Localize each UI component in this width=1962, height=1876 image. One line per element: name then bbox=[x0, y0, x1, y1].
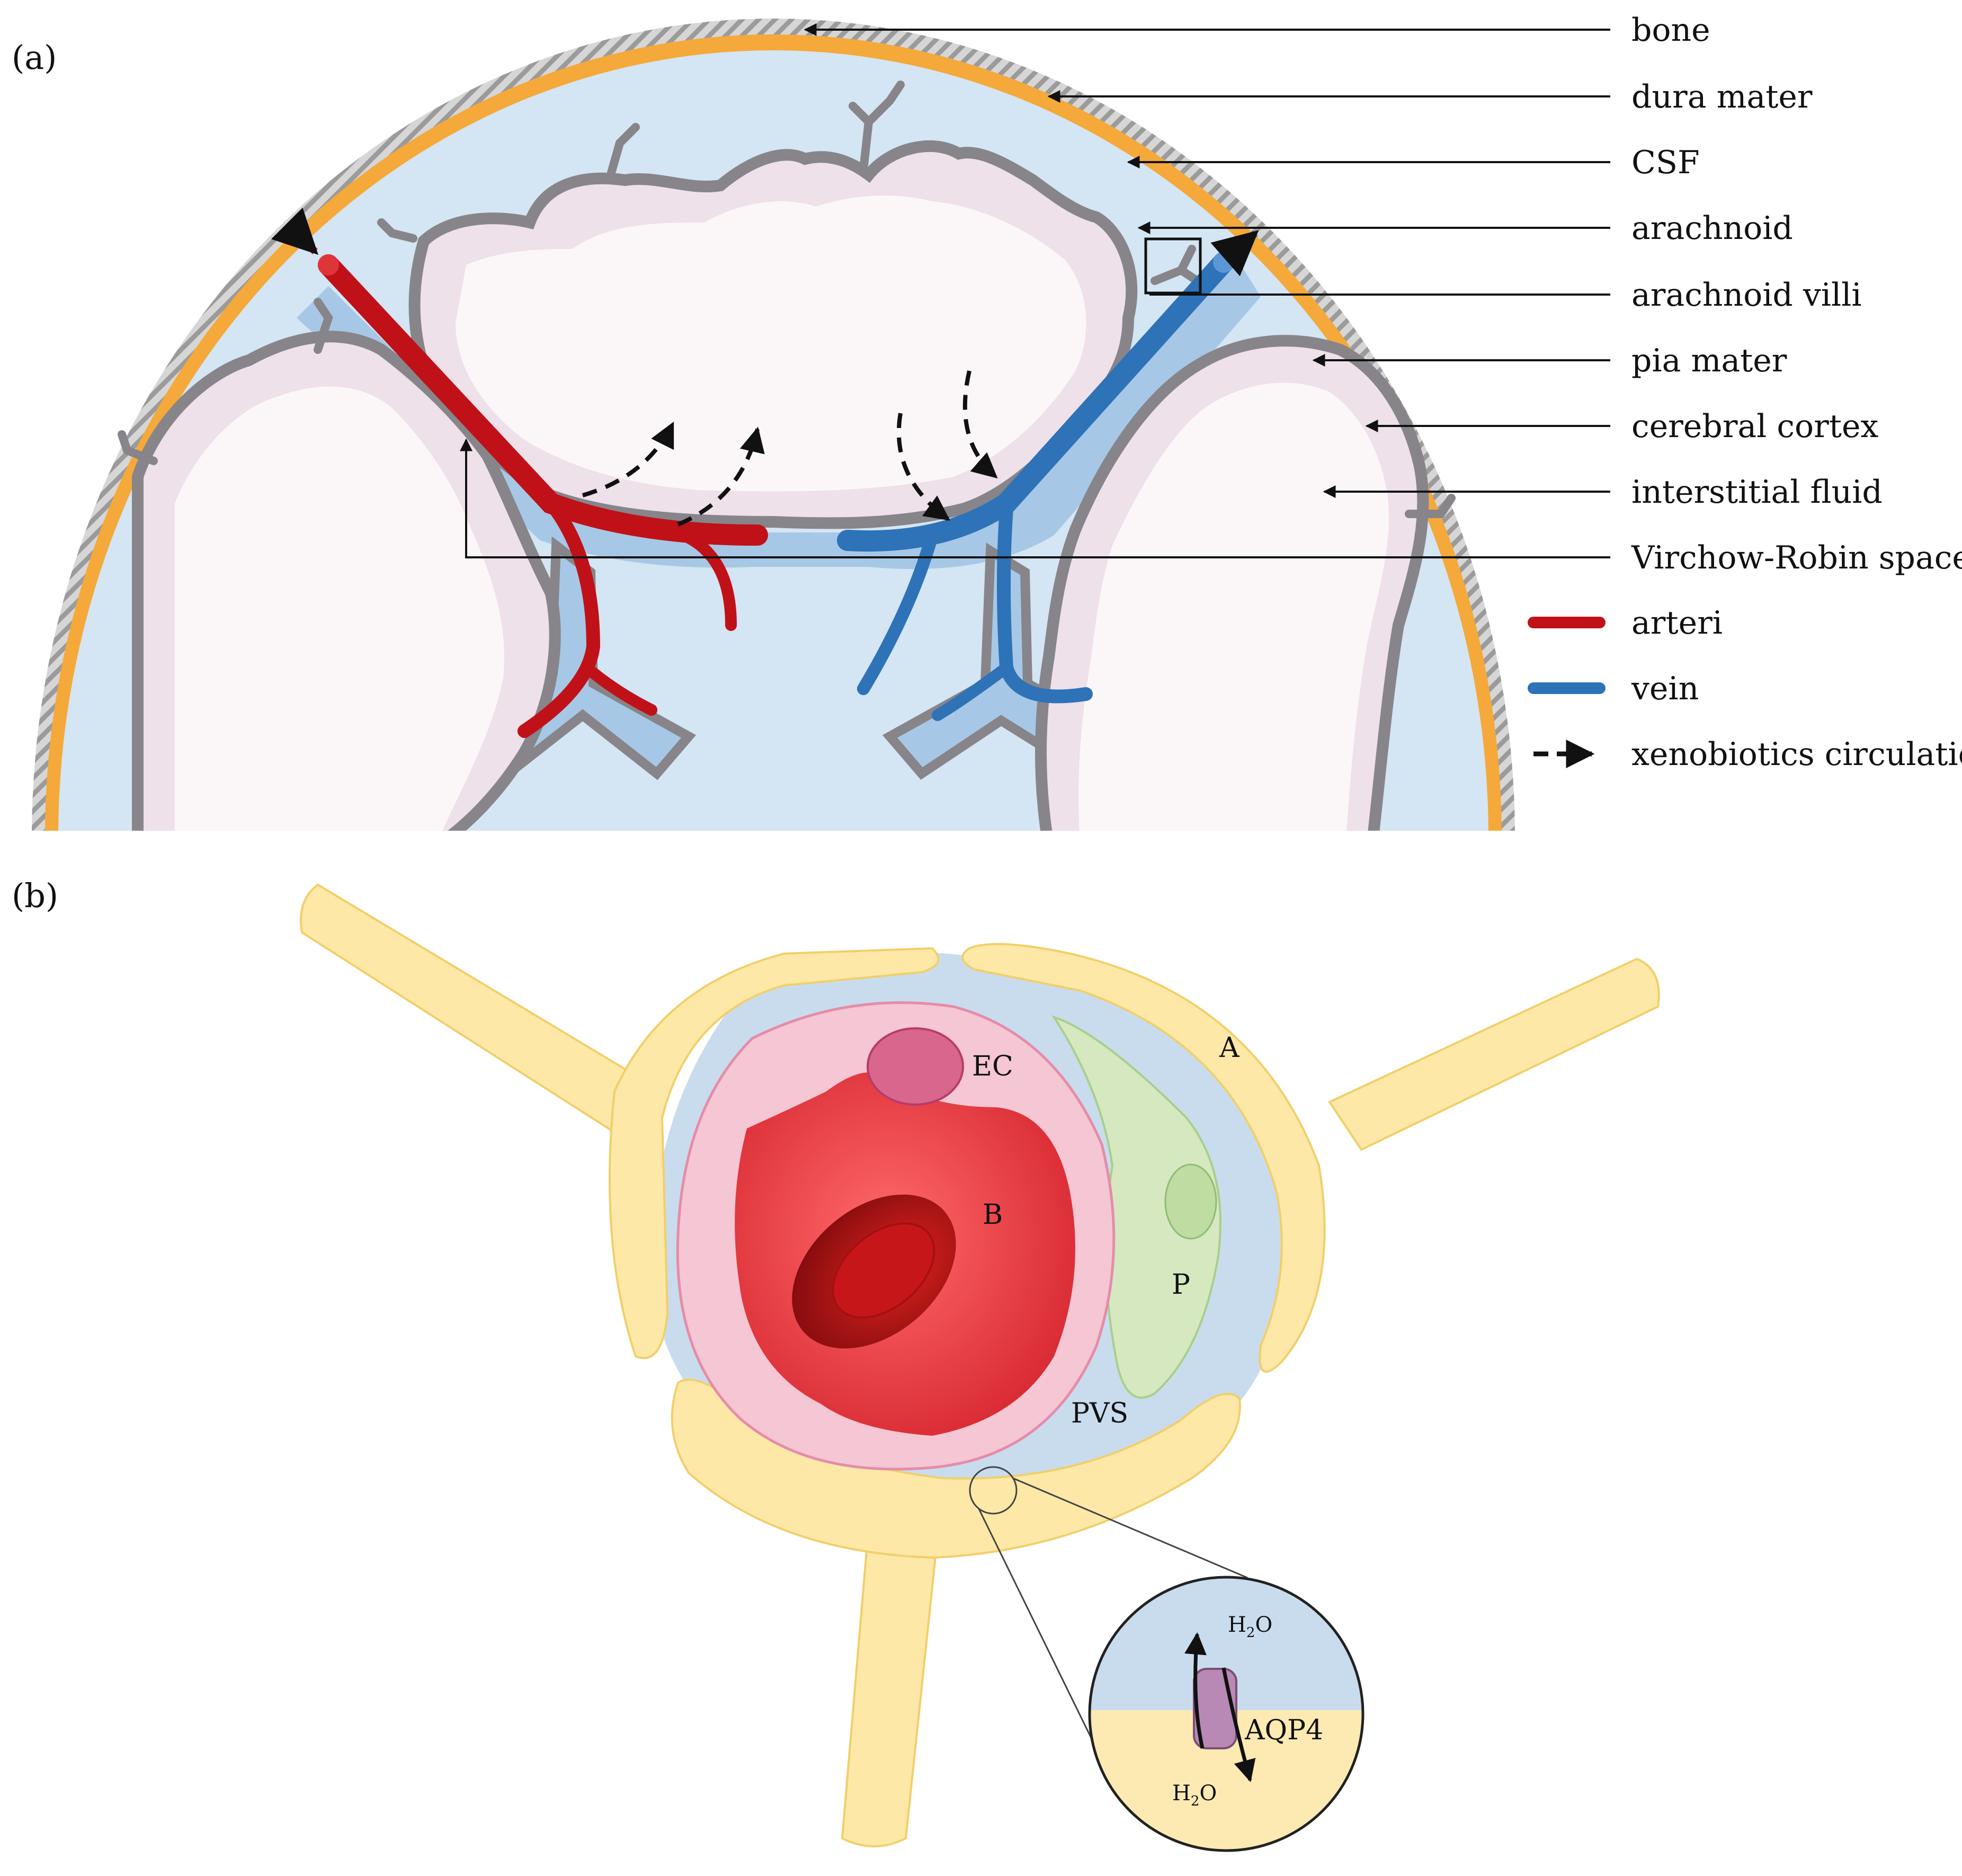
label-bone: bone bbox=[1631, 12, 1710, 49]
label-pvs: PVS bbox=[1071, 1398, 1128, 1429]
panel-b-illustration bbox=[300, 883, 1660, 1847]
h2o-top-o: O bbox=[1255, 1613, 1272, 1637]
label-b: B bbox=[983, 1199, 1003, 1231]
gyrus-left-white-matter bbox=[175, 386, 504, 831]
legend-xenobiotics-label: xenobiotics circulation bbox=[1631, 736, 1962, 773]
artery-branch-ending bbox=[587, 667, 657, 716]
vein-outlet bbox=[1213, 252, 1234, 273]
pericyte bbox=[1051, 1015, 1221, 1399]
legend: arteri vein xenobiotics circulation bbox=[1528, 604, 1962, 773]
aqp4-zoom-border bbox=[1088, 1576, 1365, 1852]
label-arachnoid: arachnoid bbox=[1631, 210, 1793, 247]
h2o-bottom-sub: 2 bbox=[1191, 1793, 1200, 1809]
vein-branch-left bbox=[857, 529, 939, 695]
xenobiotics-arrows bbox=[582, 370, 998, 527]
astrocyte-processes bbox=[300, 883, 1660, 1847]
legend-arteri-label: arteri bbox=[1631, 604, 1723, 642]
vein bbox=[837, 252, 1234, 721]
vein-branch-lower bbox=[932, 662, 1012, 721]
zoom-connectors bbox=[969, 1466, 1248, 1757]
h2o-bottom-o: O bbox=[1199, 1781, 1217, 1806]
astrocyte-process-bottom bbox=[841, 1524, 939, 1847]
endfoot-top-right bbox=[961, 943, 1326, 1373]
label-h2o-bottom: H2O bbox=[1172, 1781, 1217, 1809]
panel-b-tag: (b) bbox=[12, 876, 58, 915]
zoom-source-circle bbox=[969, 1466, 1018, 1515]
astrocyte-endfeet bbox=[609, 943, 1326, 1559]
label-interstitial-fluid: interstitial fluid bbox=[1631, 474, 1883, 511]
h2o-top-h: H bbox=[1228, 1613, 1246, 1637]
endfoot-top-left bbox=[609, 947, 940, 1359]
label-p: P bbox=[1172, 1269, 1190, 1301]
arachnoid-villi-box bbox=[1144, 237, 1202, 295]
h2o-top-sub: 2 bbox=[1246, 1625, 1255, 1641]
panel-a-illustration bbox=[32, 19, 1515, 831]
h2o-bottom-h: H bbox=[1172, 1781, 1191, 1806]
artery bbox=[318, 254, 768, 738]
labels-a: bone dura mater CSF arachnoid arachnoid … bbox=[1631, 12, 1962, 576]
red-blood-cell bbox=[792, 1194, 956, 1349]
astrocyte-process-right bbox=[1328, 957, 1660, 1151]
label-pia-mater: pia mater bbox=[1631, 342, 1787, 379]
artery-branch-descending bbox=[518, 496, 601, 738]
label-h2o-top: H2O bbox=[1228, 1613, 1272, 1641]
artery-branch-short bbox=[677, 529, 737, 631]
gyrus-right-white-matter bbox=[1078, 383, 1389, 831]
label-dura-mater: dura mater bbox=[1631, 78, 1813, 115]
vein-branch-right bbox=[997, 502, 1093, 704]
label-cerebral-cortex: cerebral cortex bbox=[1631, 408, 1878, 445]
leader-lines-a bbox=[460, 23, 1610, 558]
leader-virchow-robin bbox=[460, 438, 1610, 558]
label-arachnoid-villi: arachnoid villi bbox=[1631, 277, 1862, 314]
artery-trunk bbox=[318, 254, 768, 546]
label-a: A bbox=[1219, 1032, 1240, 1064]
endothelial-cell-nucleus bbox=[867, 1027, 964, 1106]
label-virchow-robin-space: Virchow-Robin space bbox=[1631, 539, 1962, 576]
label-aqp4: AQP4 bbox=[1244, 1714, 1323, 1746]
labels-b: EC B P A PVS AQP4 H2O H2O bbox=[972, 1032, 1323, 1809]
panel-a-tag: (a) bbox=[12, 38, 57, 77]
pericyte-nucleus bbox=[1164, 1163, 1217, 1240]
vein-trunk bbox=[837, 252, 1234, 552]
artery-inlet bbox=[318, 254, 339, 275]
label-ec: EC bbox=[972, 1051, 1013, 1082]
artery-inflow-arrow bbox=[271, 207, 318, 255]
label-csf: CSF bbox=[1631, 144, 1700, 181]
gyrus-central-white-matter bbox=[456, 195, 1086, 492]
vein-outflow-arrow bbox=[1210, 230, 1259, 277]
arachnoid-villi-group bbox=[118, 81, 1456, 518]
aqp4-channel bbox=[1193, 1668, 1237, 1749]
astrocyte-process-upper-left bbox=[300, 883, 664, 1141]
legend-vein-label: vein bbox=[1631, 670, 1699, 707]
